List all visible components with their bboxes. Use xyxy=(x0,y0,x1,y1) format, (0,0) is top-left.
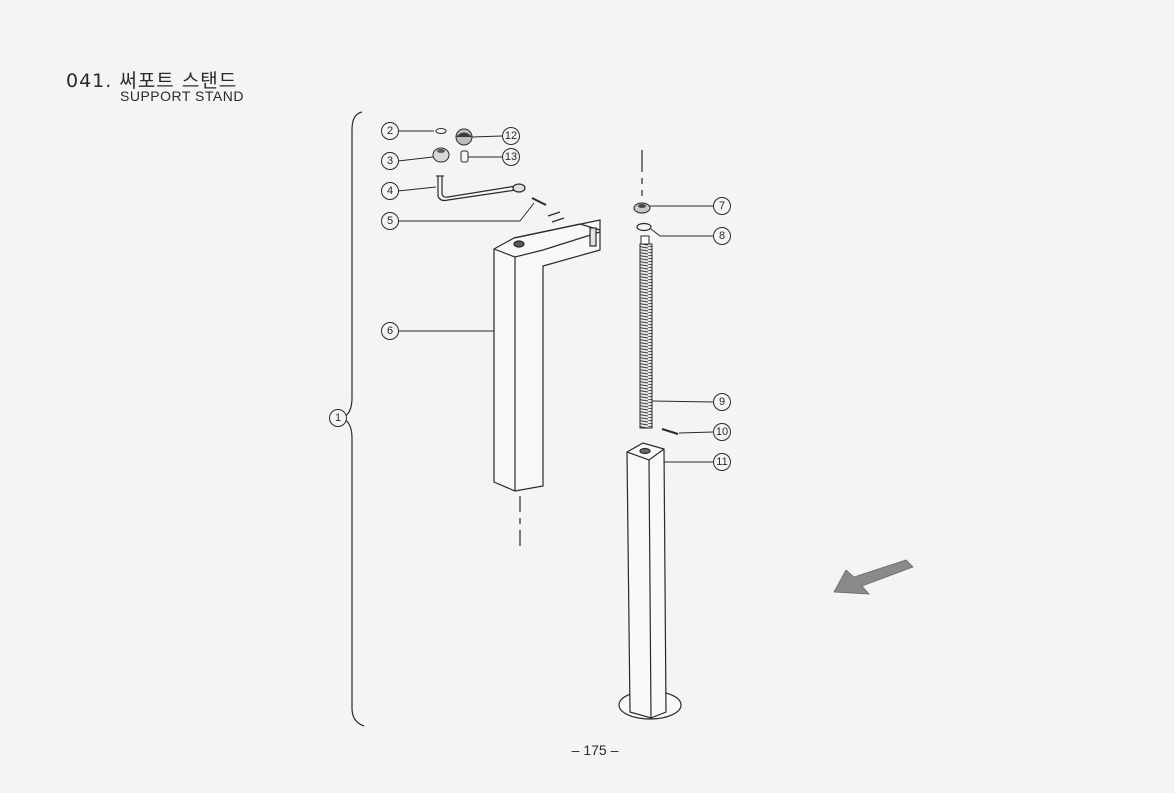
part-3-knob xyxy=(432,147,450,163)
part-6-upper-stand xyxy=(493,211,601,492)
callout-8: 8 xyxy=(713,227,731,245)
arrow-down-left-icon xyxy=(833,559,914,595)
part-7-nut xyxy=(633,202,651,214)
page-number: – 175 – xyxy=(571,742,619,758)
callout-5: 5 xyxy=(381,212,399,230)
callout-2: 2 xyxy=(381,122,399,140)
callout-12: 12 xyxy=(502,127,520,145)
svg-text:6: 6 xyxy=(387,325,393,337)
callout-13: 13 xyxy=(502,148,520,166)
part-11-lower-column xyxy=(618,442,682,720)
callout-7: 7 xyxy=(713,197,731,215)
part-2-washer xyxy=(435,128,447,134)
part-9-threaded-rod xyxy=(639,235,653,429)
svg-text:9: 9 xyxy=(719,396,725,408)
callout-6: 6 xyxy=(381,322,399,340)
callout-9: 9 xyxy=(713,393,731,411)
svg-text:8: 8 xyxy=(719,230,725,242)
leader-lines xyxy=(397,130,714,463)
svg-text:1: 1 xyxy=(335,412,341,424)
part-5-pin xyxy=(531,197,547,206)
callout-10: 10 xyxy=(713,423,731,441)
section-title: 041. 써포트 스탠드 xyxy=(66,70,238,92)
part-13-sleeve xyxy=(460,150,469,163)
part-8-washer xyxy=(636,222,652,232)
svg-text:2: 2 xyxy=(387,125,393,137)
callout-3: 3 xyxy=(381,152,399,170)
part-10-pin xyxy=(661,428,679,435)
callout-4: 4 xyxy=(381,182,399,200)
svg-text:5: 5 xyxy=(387,215,393,227)
svg-text:7: 7 xyxy=(719,200,725,212)
svg-text:13: 13 xyxy=(505,151,517,163)
svg-text:10: 10 xyxy=(716,426,728,438)
callout-1: 1 xyxy=(329,409,347,427)
svg-text:12: 12 xyxy=(505,130,517,142)
section-subtitle: SUPPORT STAND xyxy=(120,88,244,104)
svg-text:3: 3 xyxy=(387,155,393,167)
svg-text:4: 4 xyxy=(387,185,393,197)
part-12-ball xyxy=(455,128,473,146)
callout-11: 11 xyxy=(713,453,731,471)
part-4-handle xyxy=(436,175,526,202)
svg-text:11: 11 xyxy=(716,456,727,468)
